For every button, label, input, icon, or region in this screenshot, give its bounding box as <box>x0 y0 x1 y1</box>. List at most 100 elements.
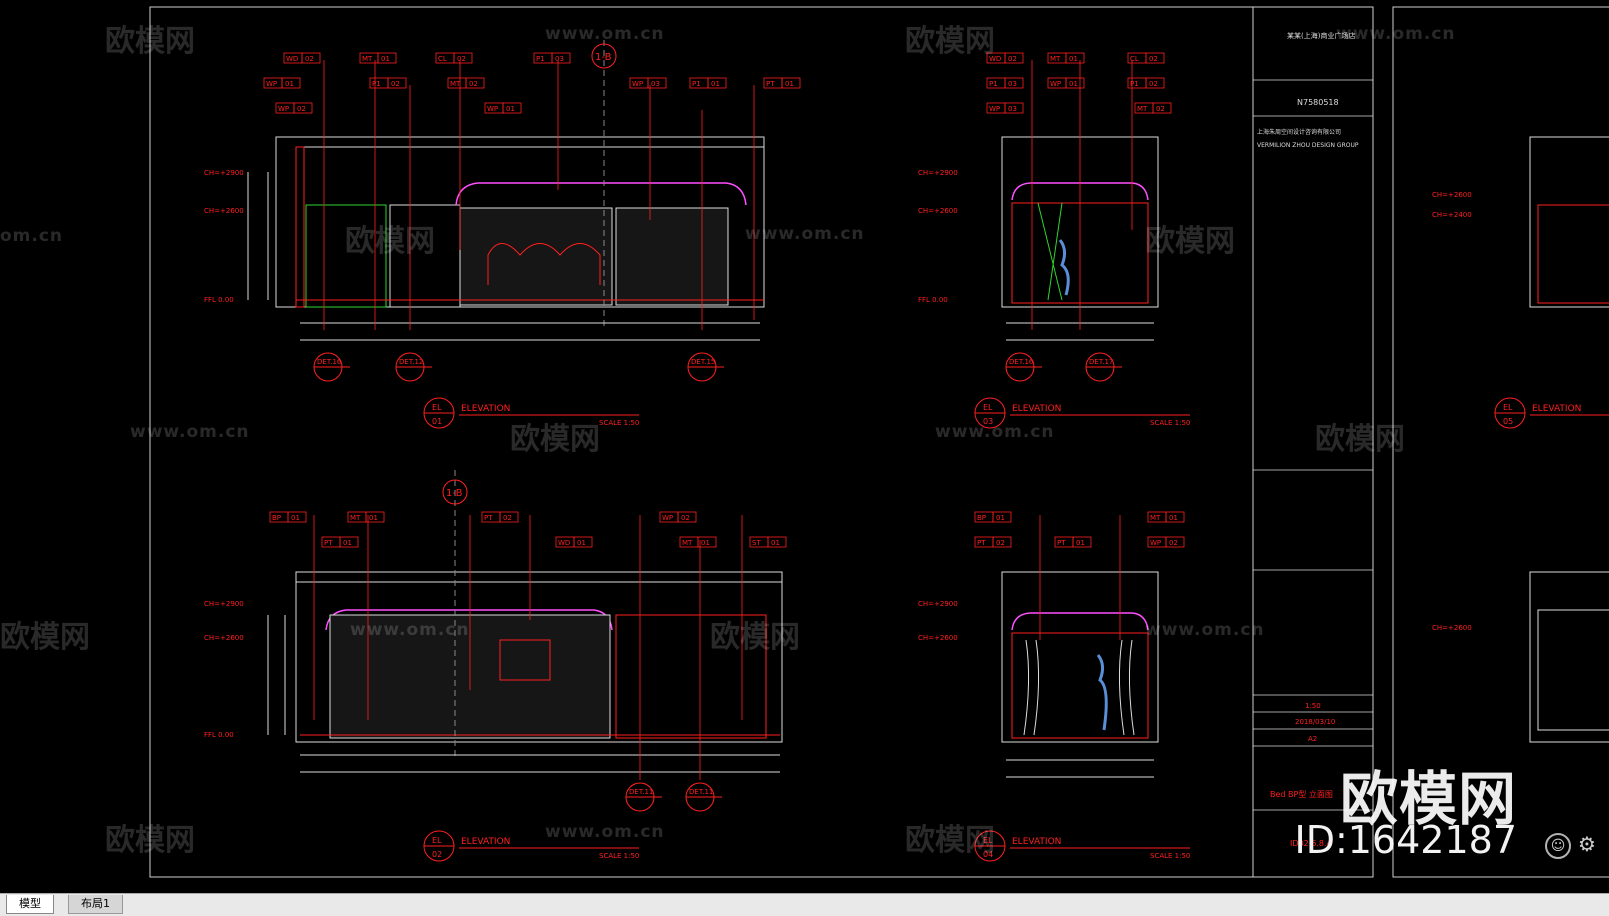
material-tag-box <box>465 77 485 89</box>
watermark-logo: 欧模网 <box>510 422 600 457</box>
material-tag-code: P1 <box>989 80 998 88</box>
second-sheet-frame <box>1392 6 1609 878</box>
elevation-number: 03 <box>983 417 993 426</box>
material-tag-box <box>1004 102 1024 114</box>
material-tag-box <box>781 77 801 89</box>
detail-bubble-label: DET.17 <box>1089 358 1113 366</box>
watermark-logo: 欧模网 <box>105 24 195 59</box>
material-tag-box <box>1145 52 1165 64</box>
material-tag-number: 01 <box>343 539 352 547</box>
tab-layout1[interactable]: 布局1 <box>68 895 123 914</box>
material-tag-code: MT <box>350 514 361 522</box>
tab-model[interactable]: 模型 <box>6 895 54 914</box>
level-mark: CH=+2600 <box>1432 624 1472 632</box>
watermark-url: www.om.cn <box>545 24 665 44</box>
material-tag-box <box>992 511 1012 523</box>
leader-lines <box>313 60 1133 780</box>
brand-id: ID:1642187 <box>1294 818 1517 862</box>
material-tag-number: 01 <box>1069 55 1078 63</box>
material-tag-number: 02 <box>1149 55 1158 63</box>
watermark-url: om.cn <box>0 226 64 246</box>
material-tag-code: PT <box>766 80 775 88</box>
material-tag-code: WP <box>266 80 277 88</box>
material-tag-code: WD <box>558 539 570 547</box>
material-tag-number: 03 <box>555 55 564 63</box>
cad-drawing[interactable] <box>0 0 1609 893</box>
material-tag-code: BP <box>272 514 281 522</box>
material-tag-box <box>301 52 321 64</box>
material-tag-box <box>377 52 397 64</box>
material-tag-box <box>1145 77 1165 89</box>
material-tag-code: ST <box>752 539 761 547</box>
level-mark: CH=+2900 <box>204 600 244 608</box>
material-tag-number: 01 <box>711 80 720 88</box>
material-tag-number: 01 <box>771 539 780 547</box>
brand-logo: 欧模网 <box>1339 765 1517 833</box>
material-tag-code: PT <box>484 514 493 522</box>
material-tag-number: 01 <box>285 80 294 88</box>
material-tag-box <box>1065 77 1085 89</box>
title-block-company-cn: 上海朱周空间设计咨询有限公司 <box>1257 128 1341 136</box>
smiley-icon[interactable]: ☺ <box>1545 833 1571 859</box>
elevation-label: ELEVATION <box>461 837 510 847</box>
material-tag-box <box>1072 536 1092 548</box>
elevation-number: 01 <box>432 417 442 426</box>
title-block-rules <box>1253 79 1373 811</box>
material-tag-box <box>1165 511 1185 523</box>
watermark-logo: 欧模网 <box>345 224 435 259</box>
material-tag-code: WP <box>487 105 498 113</box>
section-marker-label: 1-B <box>446 488 463 499</box>
level-mark: CH=+2600 <box>204 634 244 642</box>
title-block-size: A2 <box>1308 735 1317 743</box>
material-tag-code: WP <box>662 514 673 522</box>
title-block-company-en: VERMILION ZHOU DESIGN GROUP <box>1257 142 1359 149</box>
section-marker <box>442 479 468 505</box>
material-tag-box <box>499 511 519 523</box>
material-tag-code: WP <box>632 80 643 88</box>
elevation-code: EL <box>983 403 993 412</box>
material-tag-number: 02 <box>391 80 400 88</box>
material-tag-code: CL <box>1130 55 1139 63</box>
material-tag-number: 01 <box>996 514 1005 522</box>
watermark-logo: 欧模网 <box>0 620 90 655</box>
elevation-code: EL <box>432 403 442 412</box>
section-marker <box>591 43 617 69</box>
material-tag-box <box>365 511 385 523</box>
material-tag-code: P1 <box>692 80 701 88</box>
material-tag-number: 02 <box>1008 55 1017 63</box>
watermark-url: www.om.cn <box>350 620 470 640</box>
title-block-date: 2018/03/10 <box>1295 718 1335 726</box>
material-tag-code: WP <box>1150 539 1161 547</box>
title-block-project-name: 某某(上海)商业广场店 <box>1287 31 1355 40</box>
material-tag-code: P1 <box>1130 80 1139 88</box>
gear-icon[interactable]: ⚙ <box>1578 832 1596 856</box>
material-tag-number: 02 <box>681 514 690 522</box>
level-mark: CH=+2600 <box>918 634 958 642</box>
watermark-logo: 欧模网 <box>1315 422 1405 457</box>
watermark-logo: 欧模网 <box>905 24 995 59</box>
material-tag-code: PT <box>977 539 986 547</box>
material-tag-box <box>1004 77 1024 89</box>
elevation-number: 04 <box>983 850 993 859</box>
level-mark: FFL 0.00 <box>204 296 234 304</box>
watermark-logo: 欧模网 <box>905 823 995 858</box>
material-tag-number: 02 <box>1169 539 1178 547</box>
material-tag-box <box>387 77 407 89</box>
watermark-url: www.om.cn <box>1336 24 1456 44</box>
material-tag-box <box>1065 52 1085 64</box>
material-tag-code: MT <box>682 539 693 547</box>
detail-bubble-label: DET.16 <box>1009 358 1034 366</box>
level-mark: CH=+2600 <box>918 207 958 215</box>
elevation-number: 05 <box>1503 417 1513 426</box>
elevation-01-drawing <box>247 40 765 341</box>
material-tag-code: WP <box>989 105 1000 113</box>
material-tag-box <box>1004 52 1024 64</box>
elevation-scale: SCALE 1:50 <box>1150 852 1190 860</box>
material-tag-number: 02 <box>503 514 512 522</box>
material-tag-code: CL <box>438 55 447 63</box>
material-tag-code: P1 <box>536 55 545 63</box>
material-tag-box <box>502 102 522 114</box>
material-tag-box <box>992 536 1012 548</box>
